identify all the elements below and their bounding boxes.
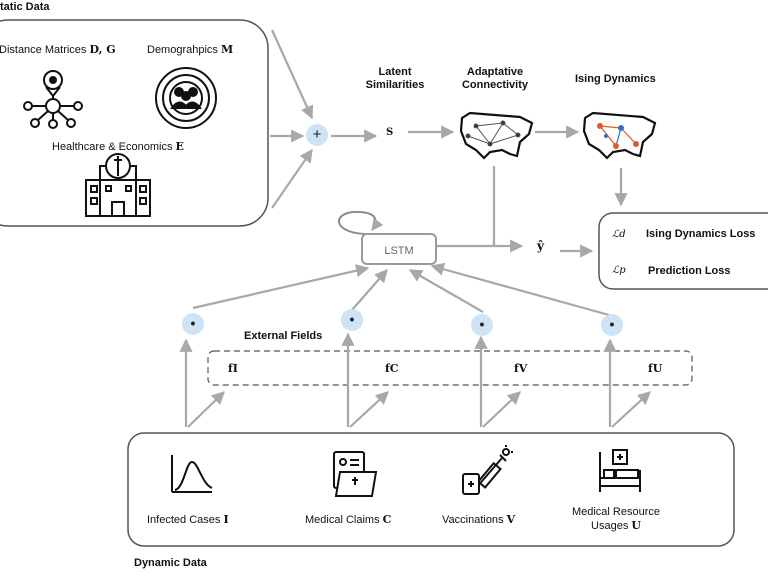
infected-cases-text: Infected Cases [147,514,221,526]
field-u-label: fU [648,362,663,375]
static-data-box [0,19,269,227]
gate-dot-v: • [471,314,493,336]
ising-dynamics-label: Ising Dynamics [575,73,656,85]
medical-claims-text: Medical Claims [305,514,380,526]
arrow-bottom-to-plus [271,148,313,209]
static-data-title: tatic Data [0,1,50,13]
infected-curve-icon [171,455,213,493]
ising-dynamics-loss-label: Ising Dynamics Loss [646,228,756,240]
gate-dot-u: • [601,314,623,336]
medical-resource-label: Medical Resource Usages U [566,505,666,533]
us-map-ising [582,111,657,160]
field-i-label: fI [228,362,238,375]
external-fields-title: External Fields [244,330,323,342]
us-map-connectivity [459,111,534,160]
arrow-dot-u-to-lstm [430,262,610,317]
adaptive-connectivity-label: Adaptative Connectivity [461,66,528,91]
loss-box [598,212,768,290]
latent-s-symbol: S [386,127,394,138]
healthcare-text: Healthcare & Economics [52,141,173,153]
medical-resource-line2: Usages U [566,519,666,533]
vaccinations-symbol: V [506,513,516,526]
infected-cases-symbol: I [223,513,229,526]
arrow-dot-v-to-lstm [408,269,484,313]
arrow-dot-c-to-lstm [351,269,388,311]
ising-loss-symbol: ℒd [612,229,626,240]
medical-claims-symbol: C [382,513,392,526]
distance-matrices-text: Distance Matrices [0,44,87,56]
demographics-label: Demograhpics M [147,43,233,56]
arrow-top-to-plus [270,29,314,120]
external-fields-box [207,350,693,386]
gate-dot-c: • [341,309,363,331]
dynamic-data-title: Dynamic Data [134,557,207,569]
medical-resource-symbol: U [631,519,641,532]
arrow-infected-to-field [187,391,225,428]
medical-resource-line1: Medical Resource [571,506,661,518]
demographics-symbol: M [220,43,234,56]
infected-cases-label: Infected Cases I [147,513,229,526]
prediction-yhat-symbol: ŷ [537,239,544,253]
medical-claims-label: Medical Claims C [305,513,391,526]
arrow-dot-i-to-lstm [192,264,370,310]
demographics-text: Demograhpics [147,44,218,56]
medical-resource-text: Usages [591,520,629,532]
arrow-resource-to-field [611,391,651,428]
field-v-label: fV [514,362,528,375]
hospital-icon [85,153,151,217]
gate-dot-i: • [182,313,204,335]
dynamic-data-box [127,432,735,547]
vaccinations-text: Vaccinations [442,514,504,526]
vaccination-icon [462,445,513,495]
medical-claims-icon [333,451,378,497]
lstm-self-loop [338,210,384,236]
aggregation-plus-node: + [306,124,328,146]
healthcare-label: Healthcare & Economics E [52,140,184,153]
demographics-icon [155,67,217,129]
arrow-vacc-to-field [482,391,521,428]
hospital-bed-icon [599,449,641,492]
field-c-label: fC [385,362,399,375]
healthcare-symbol: E [175,140,184,153]
arrow-claims-to-field [349,391,389,428]
distance-matrices-label: Distance Matrices D, G [0,43,116,56]
distance-matrices-symbol: D, G [89,43,116,56]
lstm-block: LSTM [361,233,437,265]
latent-similarities-label: Latent Similarities [365,66,425,91]
vaccinations-label: Vaccinations V [442,513,515,526]
prediction-loss-label: Prediction Loss [648,265,731,277]
prediction-loss-symbol: ℒp [612,265,626,276]
location-network-icon [23,70,83,129]
